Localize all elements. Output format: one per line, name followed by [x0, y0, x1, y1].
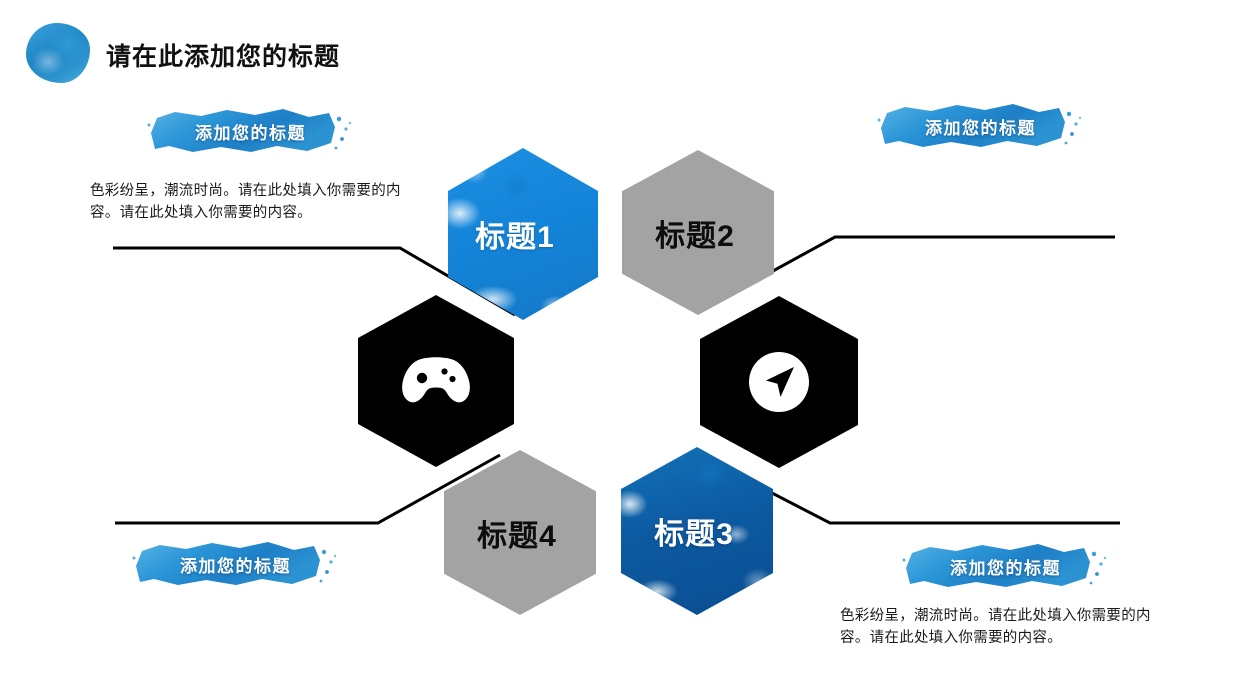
banner-label: 添加您的标题 [195, 123, 306, 143]
banner-label: 添加您的标题 [950, 558, 1061, 578]
hexagon-label: 标题1 [475, 221, 555, 254]
brush-stroke-icon [902, 544, 1107, 587]
hexagon-title-2[interactable]: 标题2 [622, 150, 774, 315]
brush-stroke-icon [147, 109, 352, 152]
body-text-bottom-right: 色彩纷呈，潮流时尚。请在此处填入你需要的内容。请在此处填入你需要的内容。 [840, 608, 1151, 646]
gamepad-icon [402, 357, 470, 403]
hexagon-label: 标题3 [654, 518, 734, 551]
watercolor-blob-icon [26, 23, 90, 83]
banner-top-right[interactable]: 添加您的标题 [873, 100, 1088, 152]
hexagon-title-4[interactable]: 标题4 [444, 450, 596, 615]
banner-bottom-left[interactable]: 添加您的标题 [128, 538, 343, 590]
hexagon-label: 标题4 [477, 519, 557, 553]
hexagon-title-3[interactable]: 标题3 [621, 447, 773, 615]
hexagon-title-1[interactable]: 标题1 [448, 148, 598, 320]
brush-stroke-icon [877, 104, 1082, 147]
hexagon-label: 标题2 [655, 219, 735, 253]
banner-top-left[interactable]: 添加您的标题 [143, 105, 358, 157]
banner-bottom-right[interactable]: 添加您的标题 [898, 540, 1113, 592]
body-text-top-left: 色彩纷呈，潮流时尚。请在此处填入你需要的内容。请在此处填入你需要的内容。 [90, 183, 401, 221]
banner-label: 添加您的标题 [180, 556, 291, 576]
page-title: 请在此添加您的标题 [106, 43, 341, 71]
hexagon-icon-navigation[interactable] [700, 296, 858, 468]
navigation-icon [749, 352, 809, 412]
banner-label: 添加您的标题 [925, 118, 1036, 138]
slide-header: 请在此添加您的标题 [0, 0, 1243, 100]
brush-stroke-icon [132, 542, 337, 585]
hexagon-icon-gamepad[interactable] [358, 295, 514, 467]
